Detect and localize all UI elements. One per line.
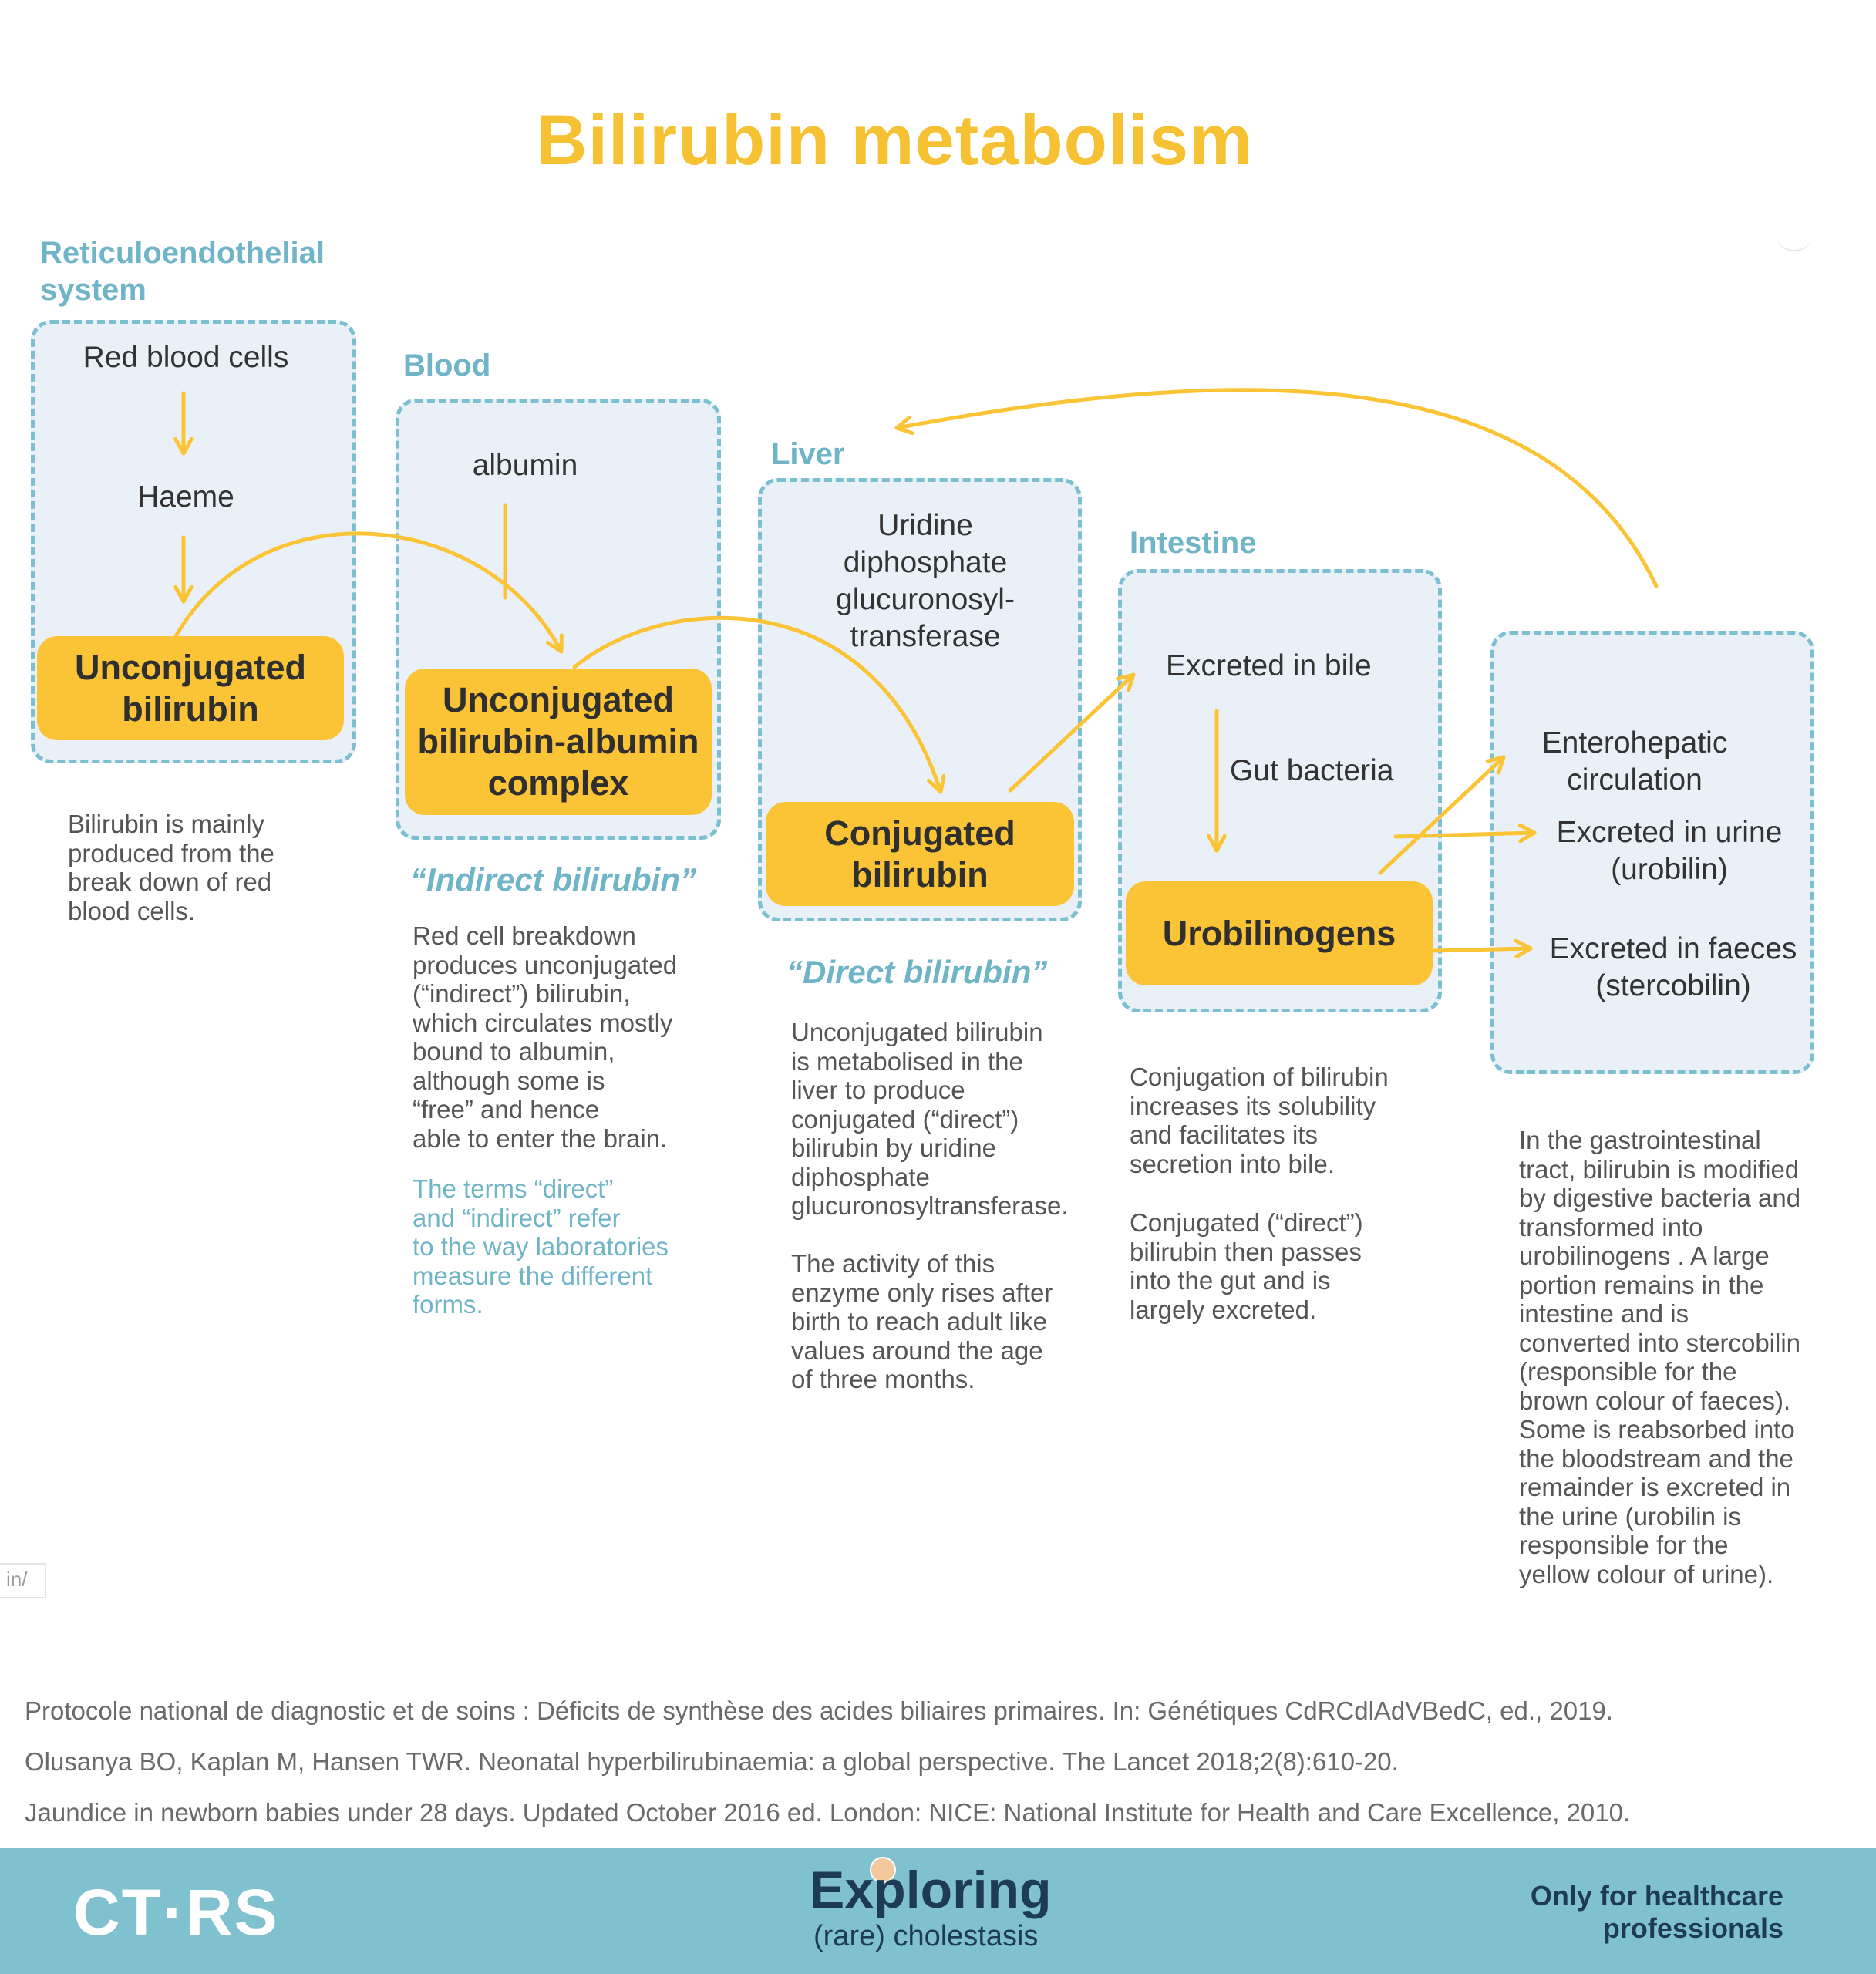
node-haeme: Haeme (137, 480, 234, 514)
desc-blood: Red cell breakdown produces unconjugated… (413, 921, 678, 1153)
page-title: Bilirubin metabolism (536, 101, 1253, 180)
node-excreted-faeces: Excreted in faeces (stercobilin) (1549, 932, 1797, 1002)
desc-liver: Unconjugated bilirubin is metabolised in… (791, 1018, 1069, 1220)
label-blood: Blood (403, 349, 491, 382)
label-intestine: Intestine (1130, 526, 1257, 560)
healthcare-notice: Only for healthcare professionals (1530, 1880, 1783, 1944)
desc-intestine: Conjugation of bilirubin increases its s… (1130, 1063, 1389, 1178)
arrow-complex-to-conjugated (572, 615, 941, 794)
node-excreted-urine: Excreted in urine (urobilin) (1556, 816, 1783, 886)
exploring-logo-subtitle: (rare) cholestasis (813, 1920, 1039, 1952)
pill-urobilinogens: Urobilinogens (1126, 881, 1433, 985)
arrow-to-urine (1393, 833, 1537, 837)
pill-albumin-complex: Unconjugated bilirubin-albumin complex (405, 669, 712, 815)
label-reticulo: Reticuloendothelial system (40, 236, 325, 307)
quote-indirect-bilirubin: “Indirect bilirubin” (410, 861, 697, 898)
pill-unconjugated-bilirubin: Unconjugated bilirubin (37, 636, 344, 740)
baby-icon (870, 1857, 896, 1883)
desc-reticulo: Bilirubin is mainly produced from the br… (68, 810, 274, 925)
node-enterohepatic: Enterohepatic circulation (1541, 726, 1728, 797)
outcomes-box (1490, 631, 1814, 1074)
node-red-blood-cells: Red blood cells (83, 341, 289, 374)
arrow-to-faeces (1430, 948, 1533, 951)
quote-direct-bilirubin: “Direct bilirubin” (786, 954, 1048, 990)
side-tab[interactable]: in/ (0, 1563, 46, 1598)
pill-conjugated-bilirubin: Conjugated bilirubin (766, 802, 1074, 906)
desc-outcomes: In the gastrointestinal tract, bilirubin… (1519, 1126, 1801, 1588)
node-albumin: albumin (472, 449, 578, 482)
footer-bar (0, 1848, 1876, 1974)
note-direct-indirect: The terms “direct” and “indirect” refer … (413, 1174, 669, 1319)
reference-2: Olusanya BO, Kaplan M, Hansen TWR. Neona… (25, 1747, 1399, 1776)
arrow-recirculation-to-liver (894, 388, 1659, 588)
node-excreted-bile: Excreted in bile (1166, 649, 1372, 682)
arrow-bilirubin-to-complex (173, 531, 561, 654)
references: Protocole national de diagnostic et de s… (25, 1686, 1860, 1838)
flow-arrows (173, 388, 1659, 1080)
node-gut-bacteria: Gut bacteria (1230, 754, 1394, 787)
arrow-conjugated-to-bile (1008, 672, 1136, 793)
decorative-circle (1777, 224, 1811, 251)
exploring-logo: Exploring (810, 1861, 1052, 1919)
label-liver: Liver (771, 437, 845, 471)
desc-liver-2: The activity of this enzyme only rises a… (791, 1249, 1053, 1393)
reference-3: Jaundice in newborn babies under 28 days… (25, 1798, 1631, 1827)
ctrs-logo: CT·RS (73, 1876, 279, 1949)
node-ugt-enzyme: Uridine diphosphate glucuronosyl- transf… (836, 509, 1015, 653)
reference-1: Protocole national de diagnostic et de s… (25, 1696, 1613, 1725)
desc-intestine-2: Conjugated (“direct”) bilirubin then pas… (1130, 1208, 1363, 1324)
arrow-to-enterohepatic (1378, 755, 1506, 875)
